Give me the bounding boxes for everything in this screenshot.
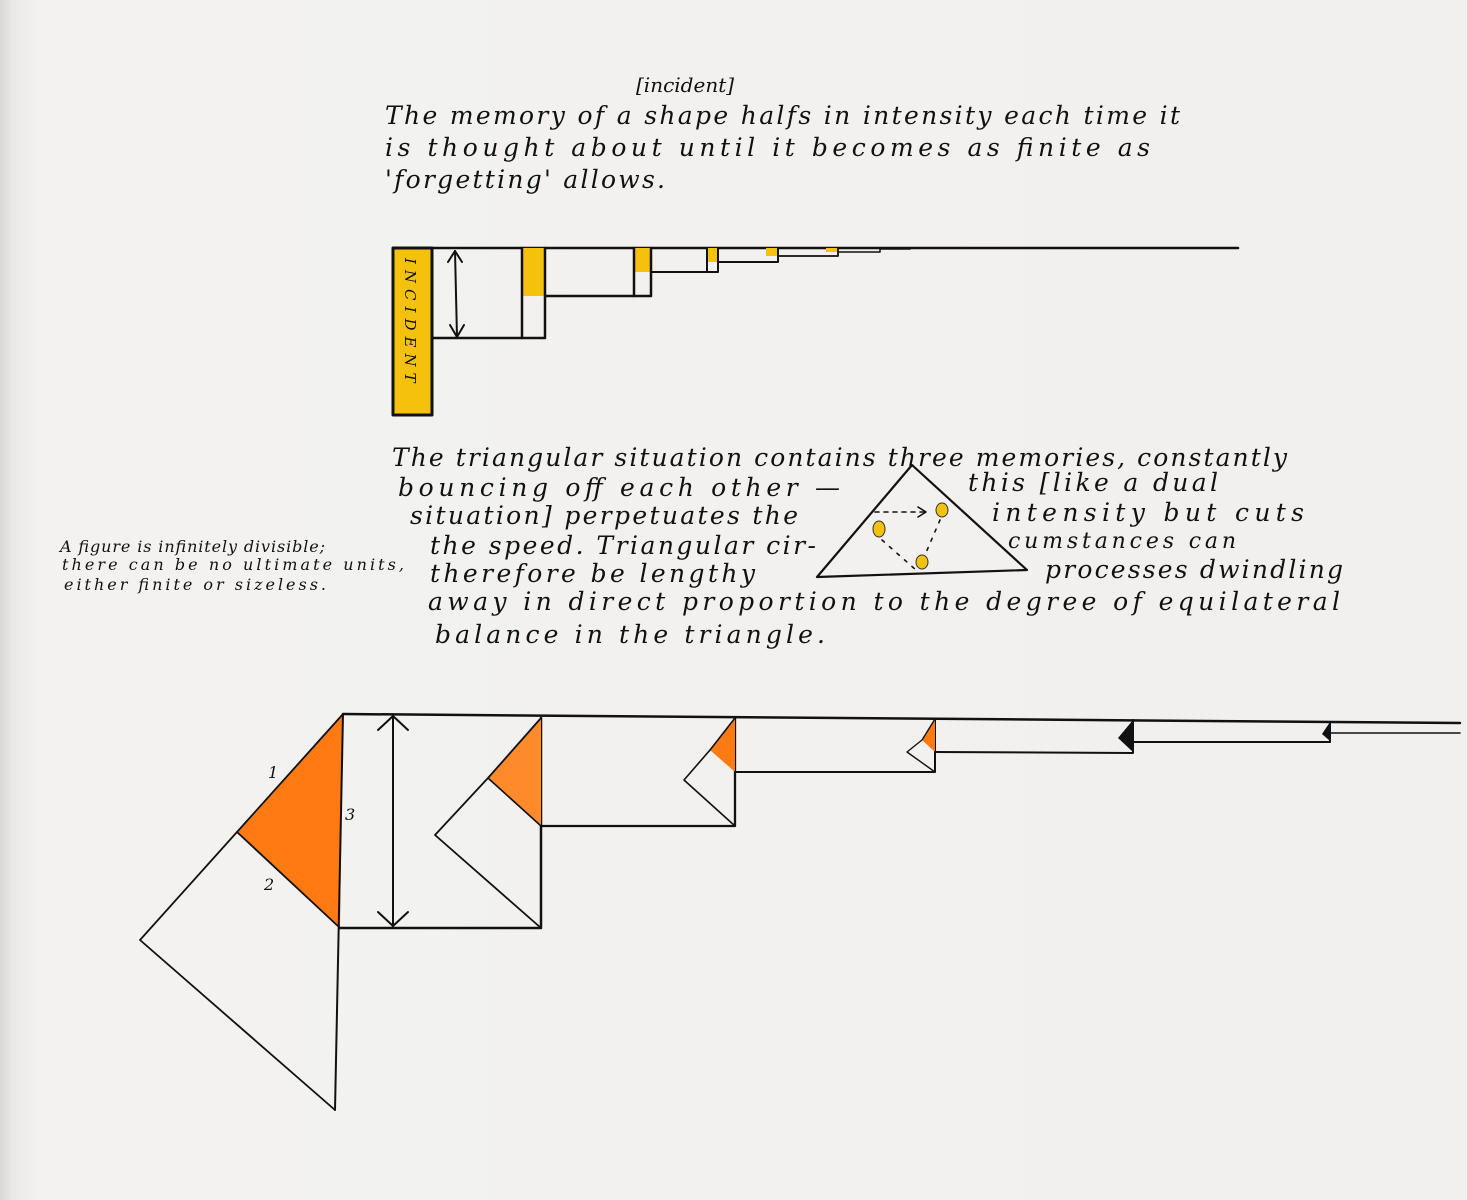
text-line: A figure is infinitely divisible; [58, 537, 325, 556]
triangle-halving-diagram: 1 2 3 [139, 712, 1462, 1111]
text-line: therefore be lengthy [430, 559, 756, 588]
text-line: either finite or sizeless. [64, 575, 326, 594]
text-line: cumstances can [1008, 529, 1236, 554]
memory-dot [915, 554, 929, 570]
orange-triangle [922, 719, 935, 752]
text-line: processes dwindling [1045, 555, 1343, 584]
incident-bar [393, 248, 432, 415]
orange-triangle [488, 718, 541, 826]
memory-bar [826, 248, 838, 252]
text-line: is thought about until it becomes as fin… [385, 133, 1150, 162]
text-line: 'forgetting' allows. [385, 165, 665, 194]
text-line: away in direct proportion to the degree … [428, 587, 1340, 616]
text-line: The triangular situation contains three … [392, 443, 1288, 472]
text-line: intensity but cuts [992, 498, 1304, 527]
black-triangle [1322, 722, 1330, 741]
memory-bar [634, 248, 651, 272]
text-line: balance in the triangle. [435, 620, 825, 649]
memory-dot [935, 502, 949, 518]
side-label-2: 2 [263, 875, 274, 894]
orange-triangle [710, 718, 735, 772]
text-line: bouncing off each other — [398, 473, 840, 502]
memory-triangle [815, 463, 1029, 579]
top-line [341, 712, 1462, 725]
incident-halving-diagram: INCIDENT [391, 246, 1240, 417]
text-line: there can be no ultimate units, [62, 555, 404, 574]
text-line: situation] perpetuates the [410, 501, 798, 530]
side-note: A figure is infinitely divisible; there … [58, 537, 404, 594]
memory-dot [872, 520, 886, 538]
side-label-3: 3 [345, 805, 355, 824]
text-line: this [like a dual [968, 468, 1218, 497]
paragraph-2: The triangular situation contains three … [392, 443, 1343, 649]
incident-insertion: [incident] [636, 73, 734, 97]
memory-bar [522, 248, 545, 296]
text-line: the speed. Triangular cir- [430, 531, 816, 560]
memory-bar [766, 248, 778, 256]
side-label-1: 1 [268, 763, 278, 782]
orange-triangle [237, 714, 343, 928]
incident-bar-label: INCIDENT [401, 257, 419, 389]
paragraph-1: [incident] The memory of a shape halfs i… [385, 73, 1181, 194]
memory-bar [707, 248, 718, 262]
double-arrow [454, 250, 458, 338]
black-triangle [1118, 720, 1133, 752]
text-line: The memory of a shape halfs in intensity… [385, 101, 1181, 130]
